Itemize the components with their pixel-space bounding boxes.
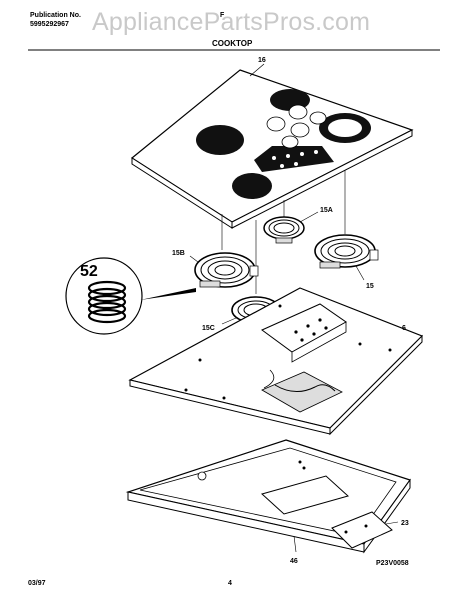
spring-ring-52-detail bbox=[65, 257, 196, 335]
callout-15b: 15B bbox=[172, 250, 185, 257]
publication-number: 5995292967 bbox=[30, 21, 69, 28]
burner-zone-left-rear bbox=[196, 125, 244, 155]
diagram-code: P23V0058 bbox=[376, 560, 409, 567]
callout-15a: 15A bbox=[320, 207, 333, 214]
element-15a bbox=[263, 216, 305, 244]
control-knobs bbox=[266, 104, 327, 149]
footer-date: 03/97 bbox=[28, 580, 46, 587]
chassis-opening bbox=[260, 475, 350, 515]
publication-label: Publication No. bbox=[30, 12, 81, 19]
burner-zone-left-front bbox=[232, 173, 272, 199]
cooktop-chassis bbox=[125, 439, 411, 554]
burner-box bbox=[128, 287, 424, 436]
callout-15: 15 bbox=[366, 283, 374, 290]
element-15 bbox=[314, 234, 379, 269]
callout-16: 16 bbox=[258, 57, 266, 64]
element-15b bbox=[194, 252, 259, 288]
watermark: AppliancePartsPros.com bbox=[92, 8, 371, 36]
section-title: COOKTOP bbox=[212, 39, 253, 48]
leader-16 bbox=[249, 63, 265, 77]
bracket-23 bbox=[331, 511, 393, 549]
callout-52: 52 bbox=[80, 263, 98, 280]
callout-23: 23 bbox=[401, 520, 409, 527]
burner-zone-ring bbox=[328, 119, 362, 137]
callout-6: 6 bbox=[402, 325, 406, 332]
callout-46: 46 bbox=[290, 558, 298, 565]
callout-15c: 15C bbox=[202, 325, 215, 332]
footer-page: 4 bbox=[228, 580, 232, 587]
control-panel bbox=[254, 146, 334, 172]
cooktop-glass bbox=[130, 69, 414, 229]
wiring-harness bbox=[261, 371, 343, 413]
model-label: F bbox=[220, 12, 225, 19]
